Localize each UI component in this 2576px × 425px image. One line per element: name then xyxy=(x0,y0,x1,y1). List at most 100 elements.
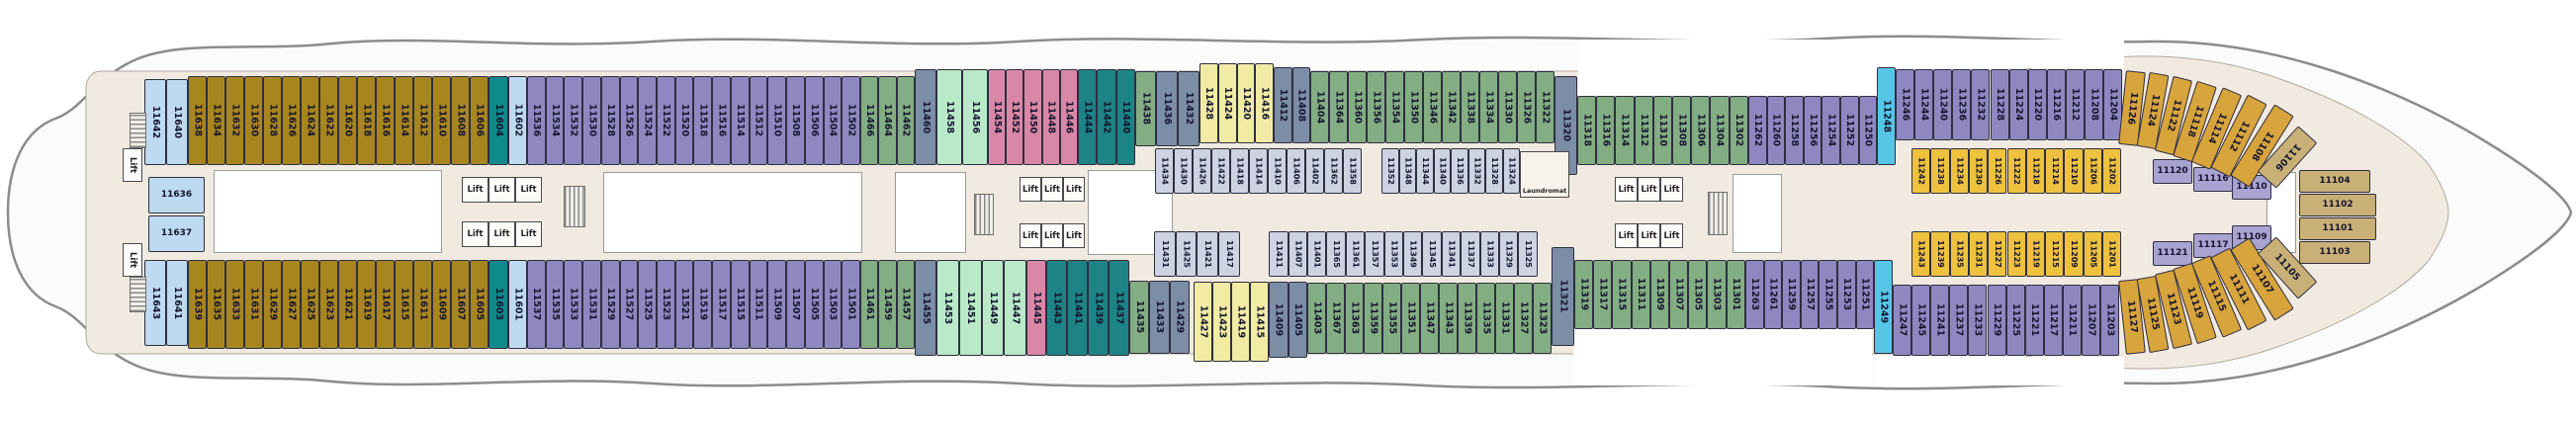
cabin-11348[interactable]: 11348 xyxy=(1398,148,1416,194)
cabin-11420[interactable]: 11420 xyxy=(1236,63,1256,143)
cabin-11532[interactable]: 11532 xyxy=(564,76,583,165)
cabin-11626[interactable]: 11626 xyxy=(282,76,301,165)
cabin-11429[interactable]: 11429 xyxy=(1169,281,1190,354)
cabin-11232[interactable]: 11232 xyxy=(1971,69,1991,140)
cabin-11533[interactable]: 11533 xyxy=(564,260,583,349)
cabin-11609[interactable]: 11609 xyxy=(432,260,451,349)
cabin-11253[interactable]: 11253 xyxy=(1837,260,1856,329)
cabin-11228[interactable]: 11228 xyxy=(1990,69,2009,140)
cabin-11534[interactable]: 11534 xyxy=(545,76,565,165)
cabin-11624[interactable]: 11624 xyxy=(301,76,319,165)
cabin-11504[interactable]: 11504 xyxy=(823,76,843,165)
cabin-11203[interactable]: 11203 xyxy=(2100,285,2120,356)
cabin-11519[interactable]: 11519 xyxy=(693,260,713,349)
cabin-11346[interactable]: 11346 xyxy=(1423,71,1442,143)
cabin-11455[interactable]: 11455 xyxy=(915,260,936,356)
cabin-11202[interactable]: 11202 xyxy=(2102,148,2122,194)
cabin-11509[interactable]: 11509 xyxy=(767,260,787,349)
cabin-11234[interactable]: 11234 xyxy=(1949,148,1969,194)
cabin-11505[interactable]: 11505 xyxy=(804,260,824,349)
cabin-11255[interactable]: 11255 xyxy=(1819,260,1837,329)
cabin-11449[interactable]: 11449 xyxy=(981,260,1005,356)
cabin-11611[interactable]: 11611 xyxy=(413,260,432,349)
cabin-11629[interactable]: 11629 xyxy=(263,260,282,349)
cabin-11619[interactable]: 11619 xyxy=(357,260,376,349)
cabin-11414[interactable]: 11414 xyxy=(1249,148,1268,194)
cabin-11242[interactable]: 11242 xyxy=(1911,148,1931,194)
cabin-11226[interactable]: 11226 xyxy=(1988,148,2007,194)
cabin-11104[interactable]: 11104 xyxy=(2299,170,2370,193)
cabin-11456[interactable]: 11456 xyxy=(962,69,988,165)
cabin-11512[interactable]: 11512 xyxy=(749,76,768,165)
cabin-11415[interactable]: 11415 xyxy=(1250,282,1269,362)
cabin-11260[interactable]: 11260 xyxy=(1766,96,1786,165)
cabin-11325[interactable]: 11325 xyxy=(1518,231,1538,277)
cabin-11457[interactable]: 11457 xyxy=(896,260,915,349)
cabin-11516[interactable]: 11516 xyxy=(712,76,731,165)
cabin-11525[interactable]: 11525 xyxy=(638,260,658,349)
cabin-11349[interactable]: 11349 xyxy=(1403,231,1423,277)
cabin-11263[interactable]: 11263 xyxy=(1745,260,1764,329)
cabin-11237[interactable]: 11237 xyxy=(1949,285,1969,356)
cabin-11345[interactable]: 11345 xyxy=(1422,231,1442,277)
cabin-11442[interactable]: 11442 xyxy=(1097,69,1116,165)
cabin-11222[interactable]: 11222 xyxy=(2006,148,2026,194)
cabin-11632[interactable]: 11632 xyxy=(225,76,244,165)
cabin-11214[interactable]: 11214 xyxy=(2045,148,2065,194)
cabin-11246[interactable]: 11246 xyxy=(1896,69,1915,140)
cabin-11302[interactable]: 11302 xyxy=(1729,96,1748,165)
cabin-11301[interactable]: 11301 xyxy=(1726,260,1745,329)
cabin-11454[interactable]: 11454 xyxy=(988,69,1007,165)
cabin-11250[interactable]: 11250 xyxy=(1858,96,1878,165)
cabin-11208[interactable]: 11208 xyxy=(2085,69,2104,140)
cabin-11459[interactable]: 11459 xyxy=(878,260,897,349)
cabin-11329[interactable]: 11329 xyxy=(1499,231,1519,277)
cabin-11256[interactable]: 11256 xyxy=(1803,96,1822,165)
cabin-11252[interactable]: 11252 xyxy=(1840,96,1859,165)
cabin-11432[interactable]: 11432 xyxy=(1178,71,1199,146)
cabin-11258[interactable]: 11258 xyxy=(1785,96,1804,165)
cabin-11401[interactable]: 11401 xyxy=(1307,231,1327,277)
cabin-11344[interactable]: 11344 xyxy=(1416,148,1434,194)
cabin-11211[interactable]: 11211 xyxy=(2062,285,2082,356)
cabin-11515[interactable]: 11515 xyxy=(730,260,750,349)
cabin-11102[interactable]: 11102 xyxy=(2299,194,2376,216)
cabin-11341[interactable]: 11341 xyxy=(1441,231,1462,277)
cabin-11336[interactable]: 11336 xyxy=(1451,148,1468,194)
cabin-11618[interactable]: 11618 xyxy=(357,76,376,165)
cabin-11317[interactable]: 11317 xyxy=(1593,260,1613,329)
cabin-11103[interactable]: 11103 xyxy=(2299,241,2370,264)
cabin-11604[interactable]: 11604 xyxy=(489,76,508,165)
cabin-11217[interactable]: 11217 xyxy=(2043,285,2063,356)
cabin-11327[interactable]: 11327 xyxy=(1514,283,1533,354)
cabin-11426[interactable]: 11426 xyxy=(1193,148,1211,194)
cabin-11243[interactable]: 11243 xyxy=(1911,231,1931,277)
cabin-11209[interactable]: 11209 xyxy=(2064,231,2084,277)
cabin-11610[interactable]: 11610 xyxy=(432,76,451,165)
cabin-11332[interactable]: 11332 xyxy=(1467,148,1485,194)
cabin-11321[interactable]: 11321 xyxy=(1552,247,1574,346)
cabin-11224[interactable]: 11224 xyxy=(2008,69,2028,140)
cabin-11421[interactable]: 11421 xyxy=(1197,231,1219,277)
cabin-11312[interactable]: 11312 xyxy=(1634,96,1653,165)
cabin-11406[interactable]: 11406 xyxy=(1287,148,1305,194)
cabin-11240[interactable]: 11240 xyxy=(1933,69,1953,140)
cabin-11367[interactable]: 11367 xyxy=(1326,283,1345,354)
cabin-11249[interactable]: 11249 xyxy=(1874,260,1893,354)
cabin-11324[interactable]: 11324 xyxy=(1502,148,1520,194)
cabin-11528[interactable]: 11528 xyxy=(600,76,620,165)
cabin-11233[interactable]: 11233 xyxy=(1968,285,1988,356)
cabin-11523[interactable]: 11523 xyxy=(657,260,675,349)
cabin-11216[interactable]: 11216 xyxy=(2046,69,2066,140)
cabin-11306[interactable]: 11306 xyxy=(1691,96,1711,165)
cabin-11452[interactable]: 11452 xyxy=(1006,69,1024,165)
cabin-11522[interactable]: 11522 xyxy=(657,76,675,165)
cabin-11205[interactable]: 11205 xyxy=(2083,231,2102,277)
cabin-11601[interactable]: 11601 xyxy=(508,260,527,349)
cabin-11633[interactable]: 11633 xyxy=(225,260,244,349)
cabin-11360[interactable]: 11360 xyxy=(1348,71,1367,143)
cabin-11365[interactable]: 11365 xyxy=(1326,231,1346,277)
cabin-11501[interactable]: 11501 xyxy=(842,260,860,349)
cabin-11615[interactable]: 11615 xyxy=(395,260,413,349)
cabin-11616[interactable]: 11616 xyxy=(376,76,395,165)
